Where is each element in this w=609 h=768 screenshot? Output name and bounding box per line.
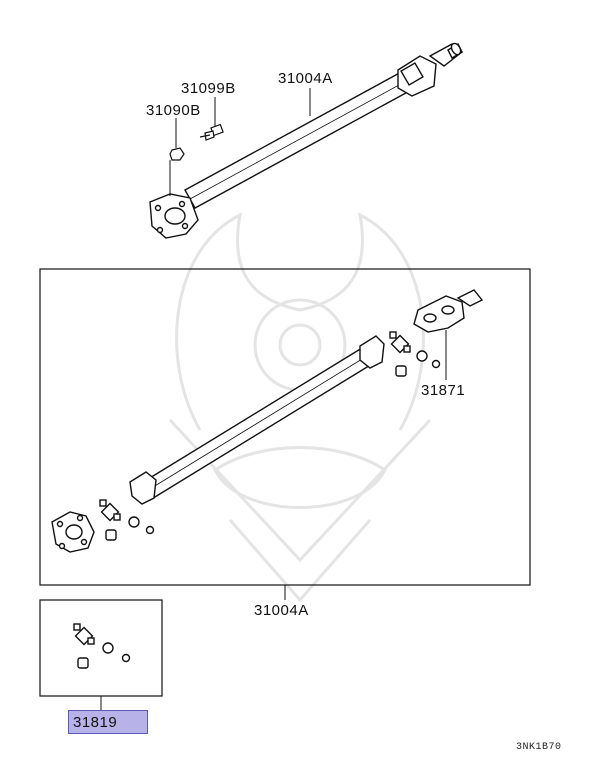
label-kit-highlighted[interactable]: 31819 — [68, 710, 148, 734]
propeller-shaft-assembly-top — [149, 42, 464, 239]
leader-lines-top — [169, 88, 311, 196]
label-shaft-assy[interactable]: 31004A — [254, 602, 309, 619]
kit-box — [39, 599, 163, 697]
propeller-shaft-assembly-box — [51, 289, 484, 553]
nut-part — [169, 147, 185, 161]
diagram-code: 3NK1B70 — [516, 742, 562, 753]
label-yoke[interactable]: 31871 — [421, 382, 466, 399]
label-bolt[interactable]: 31099B — [181, 80, 236, 97]
label-shaft-top[interactable]: 31004A — [278, 70, 333, 87]
kit-parts — [73, 623, 131, 669]
label-nut[interactable]: 31090B — [146, 102, 201, 119]
spider-rear — [389, 331, 411, 354]
spider-front — [99, 499, 121, 522]
bolt-part — [199, 123, 224, 141]
leader-lines-box — [284, 330, 447, 600]
